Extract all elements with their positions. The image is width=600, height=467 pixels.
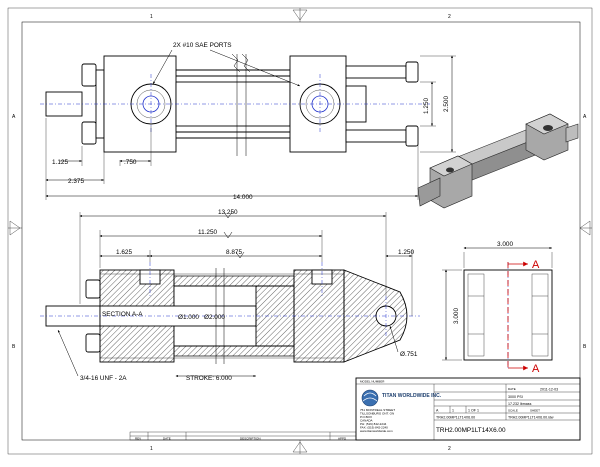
date-label: DATE xyxy=(508,387,516,391)
rev-header-description: DESCRIPTION xyxy=(240,437,261,441)
part-number-small: TRH2.00MP1LT14X6.00 xyxy=(436,416,475,420)
center-mark-right xyxy=(579,220,591,236)
address-line-2: TILLSONBURG ONT. ON xyxy=(360,412,394,416)
dim-cap-length: 1.625 xyxy=(116,249,132,256)
address-line-5: PH: (519) 842-2244 xyxy=(360,422,387,426)
center-mark-left xyxy=(9,220,21,236)
dim-section-overall: 13.250 xyxy=(218,209,238,216)
dim-mount-offset: 2.375 xyxy=(68,178,84,185)
rev-header-appd: APPD xyxy=(338,437,347,441)
stroke-callout: STROKE: 6.000 xyxy=(186,375,232,382)
dim-inner-height: 1.250 xyxy=(423,98,430,114)
tie-rod-stud xyxy=(345,65,407,79)
part-number: TRH2.00MP1LT14X6.00 xyxy=(436,427,506,434)
dim-section-body: 11.250 xyxy=(198,229,218,236)
address-line-7: www.titanworldwide.com xyxy=(360,429,393,433)
rev-header-date: DATE xyxy=(163,437,171,441)
center-mark-top xyxy=(292,9,308,21)
rear-nut xyxy=(405,125,419,147)
dim-clevis: 1.250 xyxy=(398,249,414,256)
dim-overall-length: 14.000 xyxy=(233,194,253,201)
sheet-count: 1 OF 1 xyxy=(468,409,479,413)
end-view xyxy=(442,247,553,371)
zone-left-a: A xyxy=(12,114,16,120)
section-dimensions xyxy=(79,211,413,316)
section-label: SECTION A-A xyxy=(102,311,143,318)
dim-end-height: 3.000 xyxy=(453,308,460,324)
revision-number: 1 xyxy=(452,409,454,413)
isometric-view xyxy=(417,113,579,209)
rod-diameter: Ø1.000 xyxy=(178,314,199,321)
sheet-label: SHEET xyxy=(530,409,540,413)
address-line-1: 751 MONTREAL STREET xyxy=(360,408,395,412)
file-name: TRH2.00MP1LT14X6.00.idw xyxy=(508,416,554,420)
dim-end-width: 3.000 xyxy=(497,241,513,248)
address-line-4: CANADA xyxy=(360,419,373,423)
address-line-6: FAX: (519) 842-2240 xyxy=(360,426,388,430)
center-mark-bottom xyxy=(292,441,308,453)
tie-rod-nut xyxy=(81,121,97,145)
company-name: TITAN WORLDWIDE INC. xyxy=(382,393,442,399)
zone-bottom-1: 1 xyxy=(150,446,153,452)
section-marker-bottom: A xyxy=(532,363,540,375)
dim-outer-height: 2.500 xyxy=(443,96,450,112)
dim-tube-length: 8.875 xyxy=(226,249,242,256)
zone-right-a: A xyxy=(583,114,587,120)
scale-label: SCALE xyxy=(508,409,518,413)
zone-top-1: 1 xyxy=(150,14,153,20)
sheet-size: A xyxy=(436,409,439,413)
rev-header-rev: REV xyxy=(135,437,141,441)
address-line-3: P.O.BOX xyxy=(360,415,372,419)
top-view-dimensions xyxy=(45,55,456,200)
zone-bottom-2: 2 xyxy=(448,446,451,452)
dim-rod-extension: 1.125 xyxy=(52,159,68,166)
dim-port-offset: .750 xyxy=(124,159,137,166)
bore-diameter: Ø2.000 xyxy=(204,314,225,321)
tie-rod-stud xyxy=(345,129,407,143)
zone-right-b: B xyxy=(583,344,587,350)
drawing-date: 2011-12-03 xyxy=(540,388,558,392)
thread-callout: 3/4-16 UNF - 2A xyxy=(80,375,127,382)
pin-diameter: Ø.751 xyxy=(400,351,418,358)
section-view xyxy=(40,262,420,364)
title-block xyxy=(355,377,581,441)
weight: 17.232 lbmass xyxy=(508,402,532,406)
pressure-rating: 3000 PSI xyxy=(508,395,523,399)
section-marker-top: A xyxy=(532,259,540,271)
zone-left-b: B xyxy=(12,344,16,350)
model-header: MODEL NUMBER xyxy=(360,380,385,384)
zone-top-2: 2 xyxy=(448,14,451,20)
rear-nut xyxy=(405,61,419,83)
top-view xyxy=(40,49,430,156)
tie-rod-nut xyxy=(81,63,97,87)
ports-callout: 2X #10 SAE PORTS xyxy=(173,42,232,49)
